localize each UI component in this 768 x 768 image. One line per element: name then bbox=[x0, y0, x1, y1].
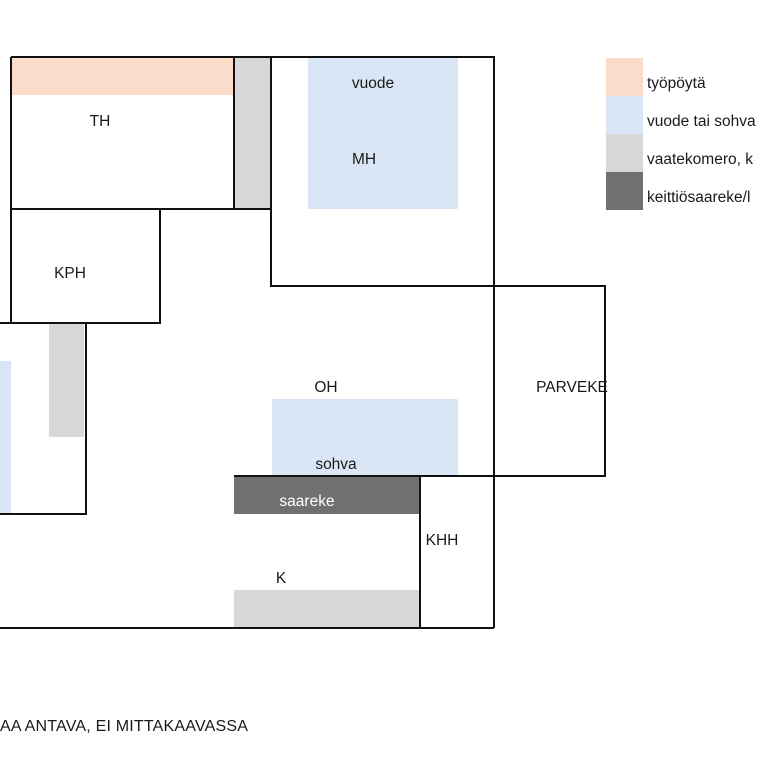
room-label-kph: KPH bbox=[54, 265, 86, 282]
left-wardrobe-fill bbox=[49, 324, 84, 437]
legend-label-wardrobe: vaatekomero, k bbox=[647, 151, 753, 168]
room-label-mh: MH bbox=[352, 151, 376, 168]
legend-label-island: keittiösaareke/l bbox=[647, 189, 750, 206]
legend-swatch-island bbox=[606, 172, 643, 210]
desk-fill bbox=[12, 57, 234, 95]
room-label-th: TH bbox=[90, 113, 111, 130]
room-label-parveke: PARVEKE bbox=[536, 379, 608, 396]
legend-swatch-bed bbox=[606, 96, 643, 134]
legend-label-desk: työpöytä bbox=[647, 75, 706, 92]
disclaimer-footer: AA ANTAVA, EI MITTAKAAVASSA bbox=[0, 718, 249, 735]
left-bed-fill bbox=[0, 361, 11, 513]
mh-bed-fill bbox=[308, 57, 458, 209]
furniture-label-sofa: sohva bbox=[315, 456, 357, 473]
sofa-fill bbox=[272, 399, 458, 475]
furniture-label-bed: vuode bbox=[352, 75, 394, 92]
kitchen-counter-fill bbox=[234, 590, 420, 628]
th-wardrobe-fill bbox=[235, 57, 271, 208]
furniture-label-island: saareke bbox=[279, 493, 334, 510]
island-fill bbox=[234, 477, 420, 514]
room-label-oh: OH bbox=[314, 379, 337, 396]
legend-label-bed: vuode tai sohva bbox=[647, 113, 756, 130]
walls bbox=[0, 56, 606, 629]
room-label-k: K bbox=[276, 570, 287, 587]
room-label-khh: KHH bbox=[426, 532, 459, 549]
legend: työpöytä vuode tai sohva vaatekomero, k … bbox=[606, 58, 756, 210]
legend-swatch-desk bbox=[606, 58, 643, 96]
legend-swatch-wardrobe bbox=[606, 134, 643, 172]
